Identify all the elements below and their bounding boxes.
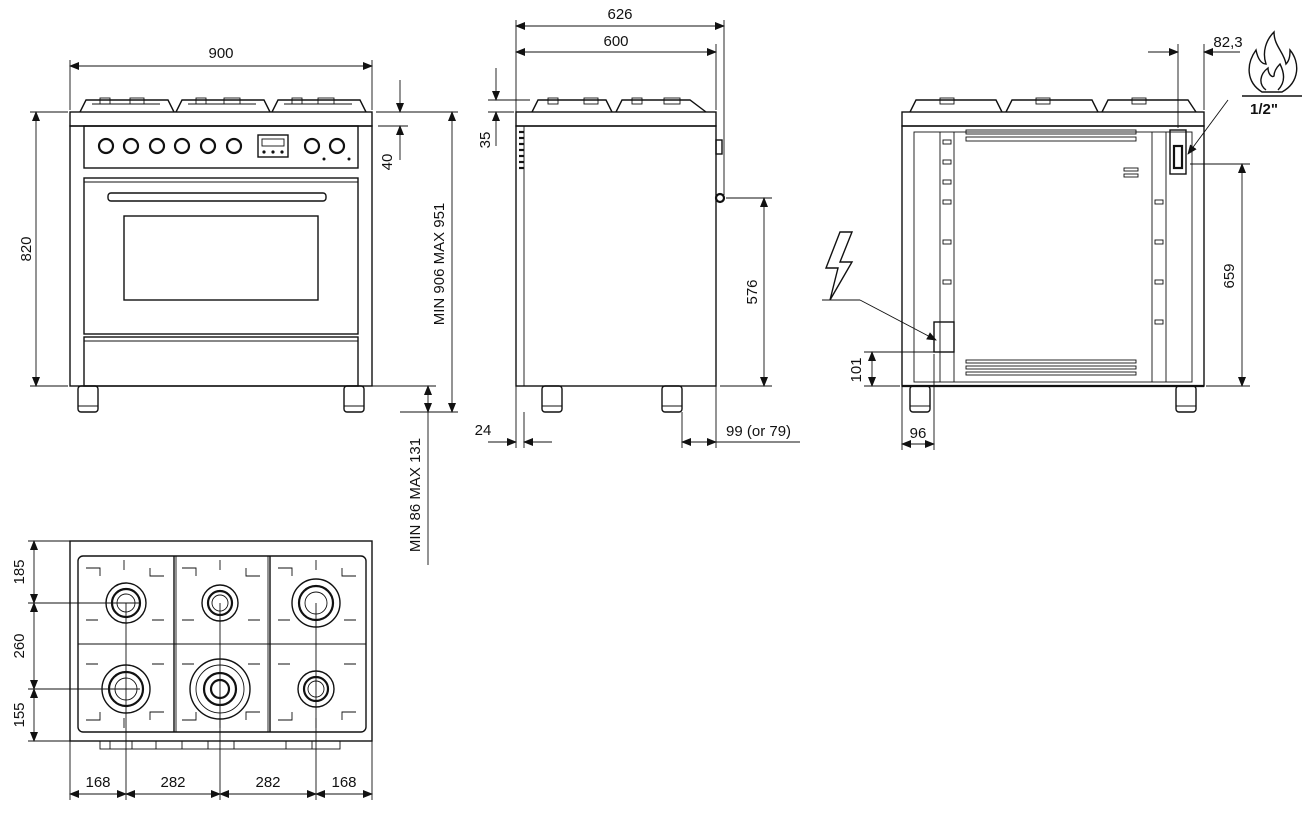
rear-view: 1/2" 82,3 659 101 96 [822, 30, 1302, 450]
grate-fingers [86, 560, 356, 728]
front-height-label: 820 [18, 236, 35, 261]
rear-grates [909, 99, 1197, 113]
side-body [515, 125, 717, 387]
front-cooktop [69, 111, 373, 127]
front-width-label: 900 [208, 45, 233, 62]
gas-inlet-pipe [1169, 129, 1187, 175]
side-cooktop [515, 111, 717, 127]
storage-drawer [83, 336, 359, 387]
gas-height-label: 659 [1221, 263, 1238, 288]
total-depth-label: 626 [607, 6, 632, 23]
top-thickness-label: 35 [477, 132, 494, 149]
lightning-bolt-icon [824, 231, 854, 301]
col-mid-2-label: 282 [255, 774, 280, 791]
row-rear-label: 155 [11, 702, 28, 727]
side-grates [531, 99, 707, 113]
rear-vents-top [965, 129, 1139, 178]
side-knob-profiles [519, 130, 524, 170]
flame-icon [1242, 30, 1302, 97]
rear-foot-right [1175, 385, 1197, 413]
connection-height-label: 576 [744, 279, 761, 304]
height-range-label: MIN 906 MAX 951 [431, 203, 448, 326]
front-grates [79, 97, 367, 113]
control-knobs [97, 137, 346, 155]
clock-display [257, 134, 351, 161]
col-left-label: 168 [85, 774, 110, 791]
rear-vents-bottom [965, 359, 1137, 376]
rear-body [901, 125, 1205, 387]
row-spacing-label: 260 [11, 633, 28, 658]
row-front-label: 185 [11, 559, 28, 584]
side-view: 626 600 35 576 24 99 (or 79) [475, 6, 800, 448]
gas-offset-label: 82,3 [1213, 34, 1242, 51]
gas-connection-point [714, 192, 726, 204]
side-foot-front [541, 385, 563, 413]
electric-offset-label: 96 [910, 425, 927, 442]
front-view: 900 820 40 MIN 906 MAX 951 MIN 86 MAX 13… [18, 45, 458, 565]
oven-window [123, 215, 319, 301]
electric-terminal-box [933, 321, 955, 353]
rear-side-slots [942, 139, 1164, 325]
front-foot-right [343, 385, 365, 413]
control-panel [83, 125, 359, 169]
electric-height-label: 101 [848, 357, 865, 382]
front-foot-offset-label: 24 [475, 422, 492, 439]
col-mid-1-label: 282 [160, 774, 185, 791]
rear-foot-offset-label: 99 (or 79) [726, 423, 791, 440]
rear-foot-left [909, 385, 931, 413]
front-foot-left [77, 385, 99, 413]
foot-range-label: MIN 86 MAX 131 [407, 438, 424, 552]
col-right-label: 168 [331, 774, 356, 791]
oven-door-handle [107, 192, 327, 202]
top-view: 185 260 155 168 282 282 168 [11, 540, 373, 800]
rear-cooktop [901, 111, 1205, 127]
body-depth-label: 600 [603, 33, 628, 50]
side-rear-bracket [715, 139, 723, 155]
oven-door [83, 177, 359, 335]
front-body [69, 125, 373, 387]
gas-thread-label: 1/2" [1250, 101, 1278, 118]
top-offset-label: 40 [379, 154, 396, 171]
side-foot-rear [661, 385, 683, 413]
